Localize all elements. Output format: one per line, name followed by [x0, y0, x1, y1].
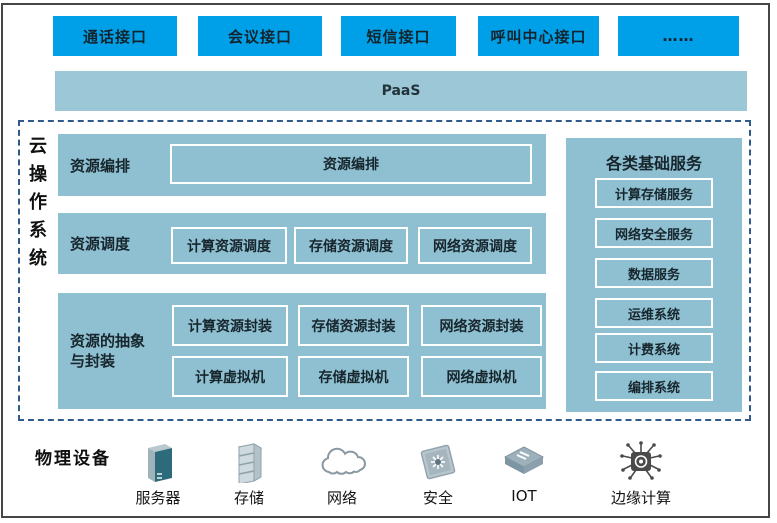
- storage-icon: [231, 438, 267, 484]
- network-security-service-box: 网络安全服务: [595, 218, 713, 248]
- interface-box-label: ……: [662, 27, 695, 45]
- orchestration-panel-label: 资源编排: [70, 156, 131, 175]
- ops-system-box: 运维系统: [595, 298, 713, 328]
- compute-vm-box: 计算虚拟机: [172, 356, 288, 397]
- orchestration-box: 资源编排: [170, 144, 532, 184]
- orchestration-panel: 资源编排 资源编排: [58, 134, 546, 196]
- scheduling-panel-label: 资源调度: [70, 235, 131, 253]
- device-storage: 存储: [203, 438, 295, 508]
- abstraction-panel-label: 资源的抽象 与封装: [70, 293, 145, 409]
- device-label: 安全: [422, 489, 453, 507]
- physical-devices-label: 物理设备: [35, 449, 111, 469]
- billing-system-box: 计费系统: [595, 333, 713, 363]
- interface-box-more: ……: [618, 16, 739, 56]
- compute-storage-service-box: 计算存储服务: [595, 178, 713, 208]
- network-vm-box: 网络虚拟机: [421, 356, 542, 397]
- device-edge-computing: 边缘计算: [595, 438, 687, 508]
- network-cloud-icon: [316, 438, 368, 484]
- interface-box-label: 短信接口: [366, 27, 431, 46]
- compute-encapsulation-box: 计算资源封装: [172, 305, 288, 346]
- base-services-panel: 各类基础服务 计算存储服务 网络安全服务 数据服务 运维系统 计费系统 编排系统: [566, 138, 742, 412]
- data-service-box: 数据服务: [595, 258, 713, 288]
- edge-computing-icon: [618, 438, 664, 484]
- device-label: 边缘计算: [610, 489, 671, 507]
- interface-box-label: 通话接口: [82, 27, 147, 46]
- storage-scheduling-box: 存储资源调度: [294, 227, 408, 264]
- security-icon: [416, 438, 460, 484]
- device-security: 安全: [392, 438, 484, 508]
- abstraction-label-line1: 资源的抽象: [70, 331, 146, 350]
- device-label: 服务器: [135, 489, 181, 507]
- device-server: 服务器: [112, 438, 204, 508]
- cloud-os-container: [18, 120, 751, 421]
- interface-box-callcenter: 呼叫中心接口: [478, 16, 599, 56]
- abstraction-panel: 资源的抽象 与封装 计算资源封装 存储资源封装 网络资源封装 计算虚拟机 存储虚…: [58, 293, 546, 409]
- device-label: IOT: [511, 487, 537, 505]
- scheduling-panel: 资源调度 计算资源调度 存储资源调度 网络资源调度: [58, 213, 546, 274]
- iot-icon: [501, 438, 547, 484]
- base-services-title: 各类基础服务: [605, 154, 702, 173]
- paas-label: PaaS: [381, 83, 421, 99]
- device-label: 网络: [326, 489, 357, 507]
- interface-box-sms: 短信接口: [341, 16, 456, 56]
- orchestration-system-box: 编排系统: [595, 371, 713, 401]
- paas-layer-bar: PaaS: [55, 71, 747, 111]
- compute-scheduling-box: 计算资源调度: [171, 227, 287, 264]
- interface-box-label: 呼叫中心接口: [490, 27, 587, 46]
- server-icon: [139, 438, 177, 484]
- interface-box-label: 会议接口: [227, 27, 292, 46]
- device-iot: IOT: [478, 438, 570, 508]
- device-network: 网络: [296, 438, 388, 508]
- network-scheduling-box: 网络资源调度: [418, 227, 532, 264]
- device-label: 存储: [233, 489, 264, 507]
- abstraction-label-line2: 与封装: [70, 352, 116, 370]
- cloud-os-vertical-title: 云操作系统: [29, 136, 47, 269]
- network-encapsulation-box: 网络资源封装: [421, 305, 542, 346]
- interface-box-call: 通话接口: [53, 16, 177, 56]
- storage-vm-box: 存储虚拟机: [298, 356, 409, 397]
- interface-box-meeting: 会议接口: [198, 16, 322, 56]
- storage-encapsulation-box: 存储资源封装: [298, 305, 409, 346]
